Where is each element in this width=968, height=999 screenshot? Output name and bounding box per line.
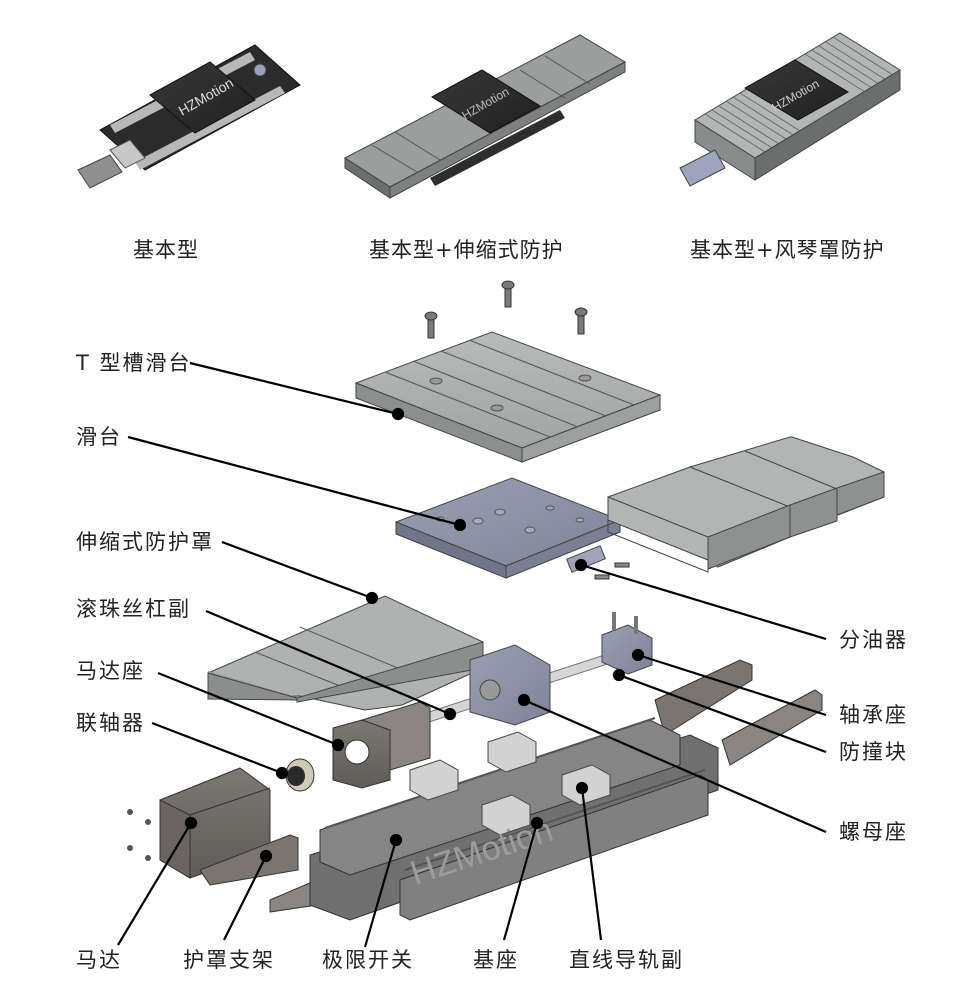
label-linear-guide: 直线导轨副 — [569, 948, 684, 972]
variant-caption-bellows: 基本型+风琴罩防护 — [690, 238, 885, 262]
label-coupling: 联轴器 — [76, 711, 145, 735]
variant-caption-telescopic: 基本型+伸缩式防护 — [369, 238, 564, 262]
leader-lines — [117, 361, 827, 948]
right-telescopic-cover-part — [607, 436, 885, 573]
variant-caption-basic: 基本型 — [133, 238, 199, 262]
coupling-part — [285, 758, 315, 792]
label-nut-housing: 螺母座 — [839, 820, 908, 844]
label-bearing-housing: 轴承座 — [839, 703, 908, 727]
variant-bellows-illustration: HZMotion — [679, 32, 901, 187]
variant-telescopic-illustration: HZMotion — [344, 34, 627, 199]
label-slide-table: 滑台 — [76, 425, 122, 449]
label-cover-bracket: 护罩支架 — [183, 948, 275, 972]
slide-table-part — [394, 477, 630, 580]
label-bumper-block: 防撞块 — [839, 740, 908, 764]
variant-basic-illustration: HZMotion — [77, 44, 301, 189]
label-telescopic-cover: 伸缩式防护罩 — [76, 530, 214, 554]
ball-screw-assembly-part — [419, 612, 653, 726]
label-ball-screw: 滚珠丝杠副 — [76, 597, 191, 621]
label-limit-switch: 极限开关 — [322, 948, 414, 972]
label-t-slot-table: T 型槽滑台 — [76, 351, 192, 375]
left-telescopic-cover-part — [207, 595, 484, 711]
label-motor-mount: 马达座 — [76, 659, 145, 683]
motor-part — [127, 767, 271, 879]
label-oil-distributor: 分油器 — [839, 628, 908, 652]
label-motor: 马达 — [76, 948, 122, 972]
label-base: 基座 — [473, 948, 519, 972]
t-slot-table-part — [354, 331, 662, 463]
